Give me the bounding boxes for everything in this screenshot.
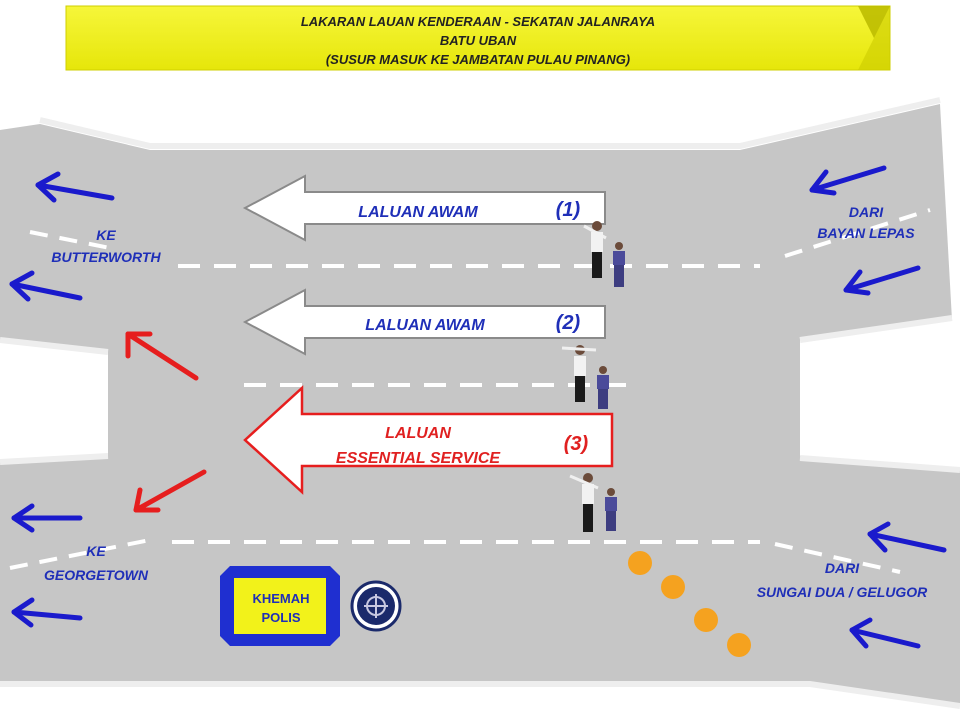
dest-butterworth-line1: KE [96,227,116,243]
police-officer-icon [613,242,625,287]
police-officer-icon [569,473,599,532]
dest-bayan-line2: BAYAN LEPAS [817,225,915,241]
traffic-cones [628,551,751,657]
lane-arrow-2 [242,288,606,356]
blue-arrows [9,165,947,649]
dest-butterworth-line2: BUTTERWORTH [51,249,161,265]
lane-markings [9,208,931,574]
banner-title-line2: BATU UBAN [440,33,517,48]
arrow-left-icon [867,521,947,553]
police-officer-icon [605,488,617,531]
police-tent-line1: KHEMAH [252,591,309,606]
lane-arrow-3-essential [243,385,614,495]
banner-title-line1: LAKARAN LAUAN KENDERAAN - SEKATAN JALANR… [301,14,655,29]
lane-arrow-1 [242,174,606,242]
lane-1-number: (1) [556,199,581,221]
lane-3-label-line2: ESSENTIAL SERVICE [336,450,502,467]
arrow-left-icon [35,171,115,203]
police-officer-icon [583,221,607,278]
police-officers [561,221,625,532]
arrow-left-icon [11,597,83,628]
cone-icon [661,575,685,599]
lane-2-label: LALUAN AWAM [365,317,485,334]
arrow-up-left-icon [125,331,199,381]
lane-1-label: LALUAN AWAM [358,204,478,221]
dest-sungai-line1: DARI [825,560,860,576]
dest-bayan-line1: DARI [849,204,884,220]
cone-icon [727,633,751,657]
arrow-left-icon [809,165,887,196]
dest-sungai-line2: SUNGAI DUA / GELUGOR [757,584,928,600]
title-banner: LAKARAN LAUAN KENDERAAN - SEKATAN JALANR… [65,5,891,71]
red-arrows [125,331,207,513]
police-tent-line2: POLIS [261,610,300,625]
police-officer-icon [561,345,597,402]
police-tent-sign: KHEMAH POLIS [220,566,340,646]
lane-3-label-line1: LALUAN [385,425,451,442]
arrow-left-icon [11,503,83,533]
arrow-down-left-icon [133,469,207,513]
arrow-left-icon [849,617,921,649]
police-officer-icon [597,366,609,409]
lane-2-number: (2) [556,312,581,334]
police-emblem-icon [350,580,402,632]
lane-3-number: (3) [564,433,589,455]
banner-title-line3: (SUSUR MASUK KE JAMBATAN PULAU PINANG) [326,52,630,67]
arrow-left-icon [9,270,83,302]
cone-icon [628,551,652,575]
dest-georgetown-line2: GEORGETOWN [44,567,149,583]
destination-labels: KE BUTTERWORTH KE GEORGETOWN DARI BAYAN … [44,204,928,600]
cone-icon [694,608,718,632]
arrow-left-icon [843,265,921,296]
dest-georgetown-line1: KE [86,543,106,559]
